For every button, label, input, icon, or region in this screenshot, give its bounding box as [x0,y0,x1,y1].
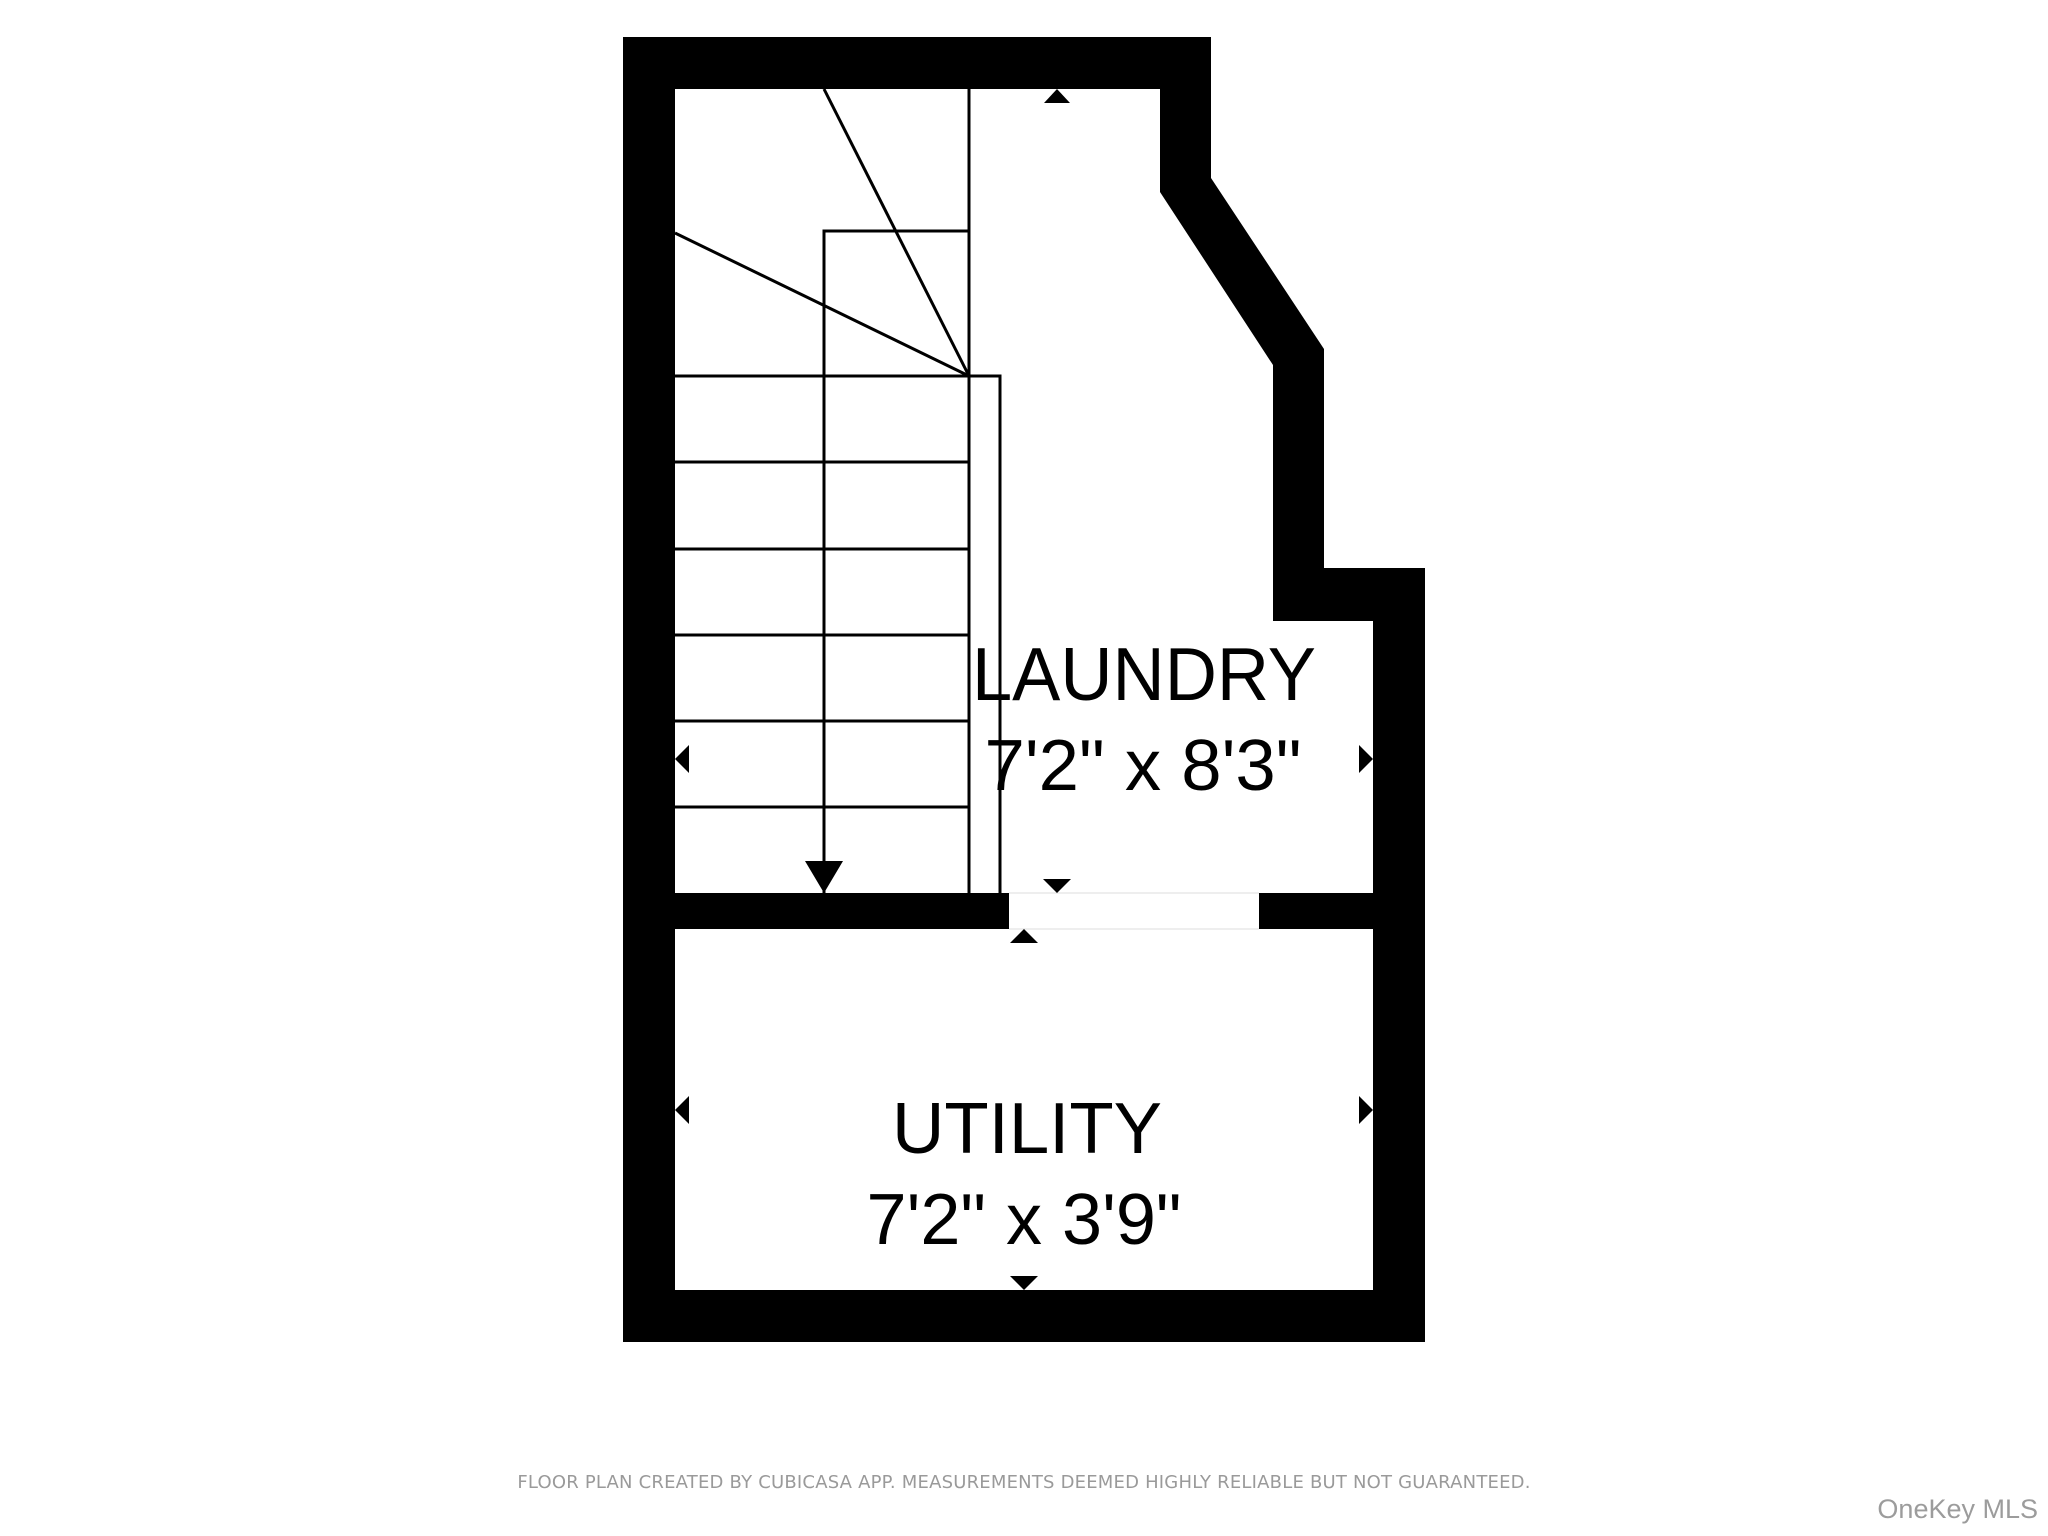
stair-direction-arrow-icon [805,861,843,893]
floor-plan-disclaimer: FLOOR PLAN CREATED BY CUBICASA APP. MEAS… [517,1472,1531,1493]
room-dimensions-laundry: 7'2" x 8'3" [985,726,1302,806]
room-name-utility: UTILITY [892,1089,1162,1169]
marker-laundry-left-icon [675,745,689,773]
mls-watermark: OneKey MLS [1877,1494,2038,1524]
room-name-laundry: LAUNDRY [972,632,1316,716]
marker-laundry-top-icon [1044,89,1070,103]
marker-utility-left-icon [675,1096,689,1124]
interior-wall-right [1259,893,1373,929]
marker-laundry-bottom-icon [1043,879,1071,893]
interior-wall-left [675,893,1009,929]
marker-laundry-right-icon [1359,745,1373,773]
marker-utility-right-icon [1359,1096,1373,1124]
room-dimensions-utility: 7'2" x 3'9" [867,1180,1182,1260]
marker-utility-top-icon [1010,929,1038,943]
marker-utility-bottom-icon [1010,1276,1038,1290]
door-opening [1009,892,1259,930]
staircase [674,88,1002,893]
